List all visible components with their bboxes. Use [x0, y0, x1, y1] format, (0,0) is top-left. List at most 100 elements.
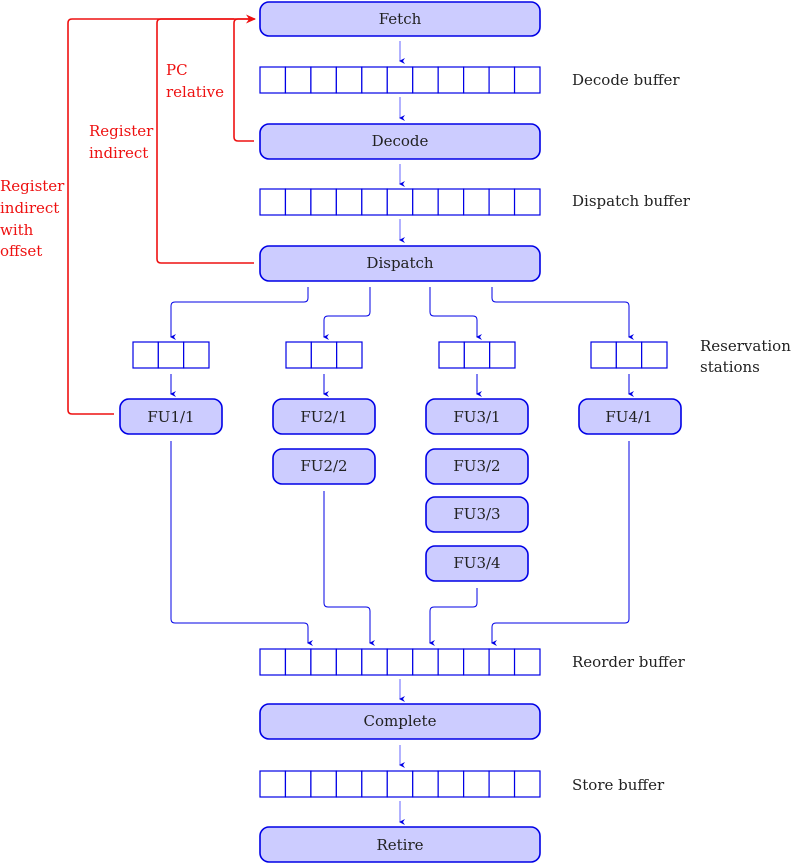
rs-to-fu-arrows: [170, 374, 634, 397]
dispatch-buffer-label: Dispatch buffer: [572, 192, 691, 210]
buffer-cell: [259, 66, 287, 94]
buffer-cell: [335, 66, 363, 94]
reservation-stations-label-line: Reservation: [700, 337, 791, 355]
buffer-cell: [463, 188, 490, 216]
buffer-cell: [590, 341, 617, 369]
buffer-cell: [310, 770, 337, 798]
buffer-cell: [284, 188, 312, 216]
pc-relative-label: PC relative: [166, 61, 224, 101]
fu-box: [425, 545, 529, 582]
buffer-cell: [489, 341, 516, 369]
buffer-cell: [310, 188, 337, 216]
retire-box: [259, 826, 541, 863]
register-indirect-offset-label-line: Register: [0, 177, 65, 195]
fu-group-2: FU2/1 FU2/2: [272, 398, 376, 485]
buffer-cell: [336, 341, 363, 369]
fu-group-1: FU1/1: [119, 398, 223, 435]
complete-box: [259, 703, 541, 740]
buffer-cell: [412, 770, 439, 798]
register-indirect-label-line: Register: [89, 122, 154, 140]
buffer-cell: [412, 648, 439, 676]
buffer-cell: [157, 341, 185, 369]
fetch-stage: Fetch: [259, 1, 541, 37]
dispatch-to-rs4-arrow: [491, 287, 634, 340]
register-indirect-offset-label: Register indirect with offset: [0, 177, 69, 260]
register-indirect-offset-label-line: offset: [0, 242, 42, 260]
buffer-cell: [412, 66, 439, 94]
complete-stage: Complete: [259, 703, 541, 740]
buffer-cell: [361, 770, 388, 798]
buffer-cell: [335, 770, 363, 798]
reservation-station-3: [438, 341, 516, 369]
buffer-cell: [259, 648, 287, 676]
fetch-label: Fetch: [379, 10, 422, 28]
decode-buffer-label: Decode buffer: [572, 71, 680, 89]
fu-label: FU4/1: [605, 408, 652, 426]
buffer-cell: [386, 188, 414, 216]
buffer-cell: [386, 770, 414, 798]
fu4-to-reorder-arrow: [491, 441, 630, 646]
buffer-cell: [437, 66, 465, 94]
buffer-cell: [284, 770, 312, 798]
decode-buffer: [259, 66, 541, 94]
buffer-cell: [361, 66, 388, 94]
dispatch-stage: Dispatch: [259, 245, 541, 282]
buffer-cell: [310, 648, 337, 676]
reorder-buffer: [259, 648, 541, 676]
fu-group-3: FU3/1 FU3/2 FU3/3 FU3/4: [425, 398, 529, 582]
feedback-labels: PC relative Register indirect Register i…: [0, 61, 224, 260]
reservation-station-2: [285, 341, 363, 369]
buffer-cell: [488, 66, 516, 94]
dispatch-to-rs1-arrow: [170, 287, 309, 340]
register-indirect-offset-feedback-line: [67, 14, 256, 415]
fu-group-4: FU4/1: [578, 398, 682, 435]
dispatch-to-rs3-arrow: [429, 287, 482, 340]
pc-relative-feedback-line: [233, 18, 254, 142]
fu-box: [119, 398, 223, 435]
feedback-lines: [67, 14, 256, 415]
buffer-cell: [463, 66, 490, 94]
buffer-cell: [463, 648, 490, 676]
fu3-to-reorder-arrow: [429, 588, 478, 646]
dispatch-label: Dispatch: [366, 254, 433, 272]
buffer-cell: [259, 770, 287, 798]
buffer-cell: [615, 341, 643, 369]
fu-label: FU3/2: [453, 457, 500, 475]
buffer-cell: [335, 648, 363, 676]
buffer-cell: [437, 648, 465, 676]
dispatch-box: [259, 245, 541, 282]
buffer-cell: [513, 66, 541, 94]
retire-label: Retire: [376, 836, 423, 854]
retire-stage: Retire: [259, 826, 541, 863]
reservation-stations-label: Reservation stations: [700, 337, 791, 376]
buffer-cell: [488, 770, 516, 798]
fu-label: FU2/2: [300, 457, 347, 475]
fetch-box: [259, 1, 541, 37]
fu-box: [272, 448, 376, 485]
buffer-cell: [513, 648, 541, 676]
reorder-buffer-label: Reorder buffer: [572, 653, 686, 671]
decode-box: [259, 123, 541, 160]
dispatch-buffer: [259, 188, 541, 216]
decode-stage: Decode: [259, 123, 541, 160]
buffer-cell: [412, 188, 439, 216]
fu1-to-reorder-arrow: [170, 441, 313, 646]
buffer-cell: [285, 341, 312, 369]
buffer-cell: [335, 188, 363, 216]
fu2-to-reorder-arrow: [323, 491, 375, 646]
buffer-cell: [361, 648, 388, 676]
store-buffer-label: Store buffer: [572, 776, 665, 794]
buffer-cell: [513, 188, 541, 216]
register-indirect-label-line: indirect: [89, 144, 148, 162]
register-indirect-label: Register indirect: [89, 122, 158, 162]
dispatch-fanout: [170, 287, 634, 340]
reservation-station-4: [590, 341, 668, 369]
buffer-cell: [386, 66, 414, 94]
fu-label: FU2/1: [300, 408, 347, 426]
fu-box: [425, 448, 529, 485]
reservation-station-1: [132, 341, 210, 369]
buffer-cell: [310, 341, 338, 369]
buffer-cell: [641, 341, 668, 369]
buffer-cell: [513, 770, 541, 798]
